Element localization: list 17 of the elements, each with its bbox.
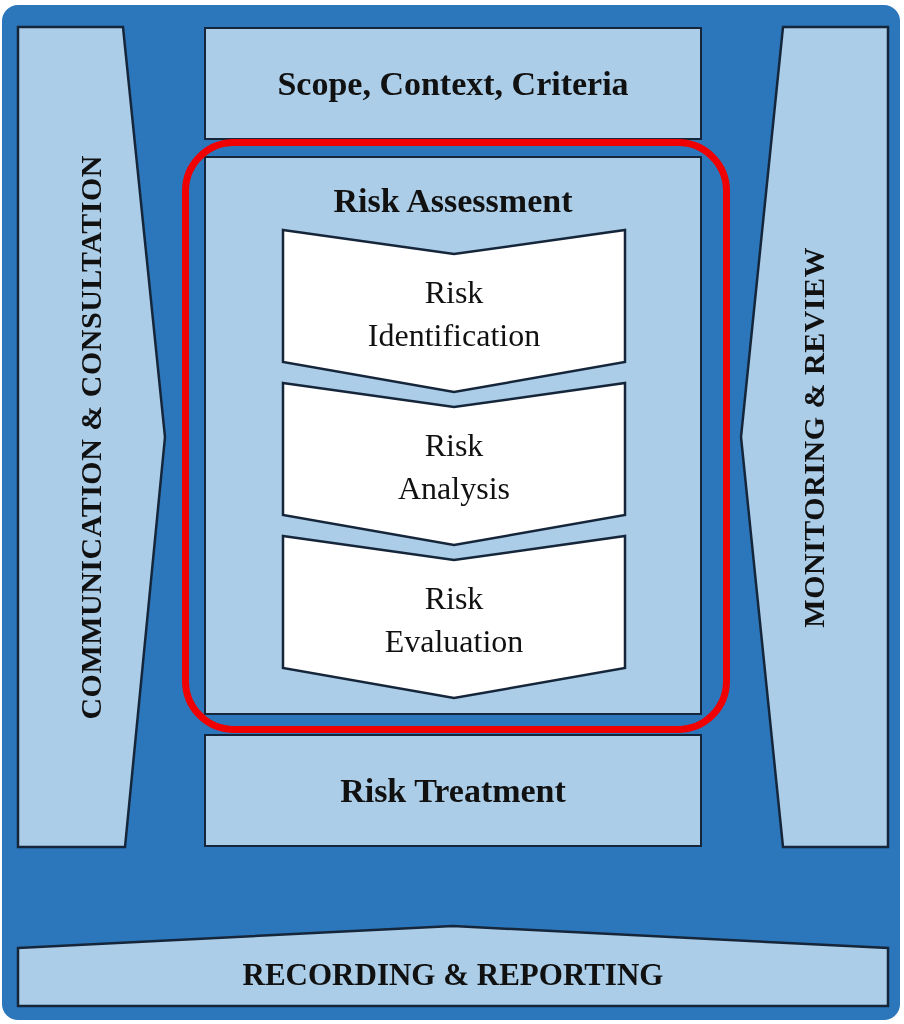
node-label: RECORDING & REPORTING <box>242 956 664 995</box>
bottom-bar <box>18 926 888 1006</box>
node-label: Risk Treatment <box>340 770 566 811</box>
node-label: MONITORING & REVIEW <box>796 246 832 628</box>
side-bar <box>741 27 888 847</box>
chevron-step <box>283 383 625 545</box>
chevron-step <box>283 536 625 698</box>
side-bar <box>18 27 165 847</box>
node-label: COMMUNICATION & CONSULTATION <box>73 154 109 720</box>
node-label: Scope, Context, Criteria <box>277 63 629 104</box>
process-box <box>204 27 702 140</box>
node-label: Risk Analysis <box>398 425 510 508</box>
node-label: Risk Assessment <box>333 181 573 221</box>
process-box <box>204 734 702 847</box>
node-label: Risk Evaluation <box>384 578 524 661</box>
node-label: Risk Identification <box>367 272 541 355</box>
chevron-step <box>283 230 625 392</box>
